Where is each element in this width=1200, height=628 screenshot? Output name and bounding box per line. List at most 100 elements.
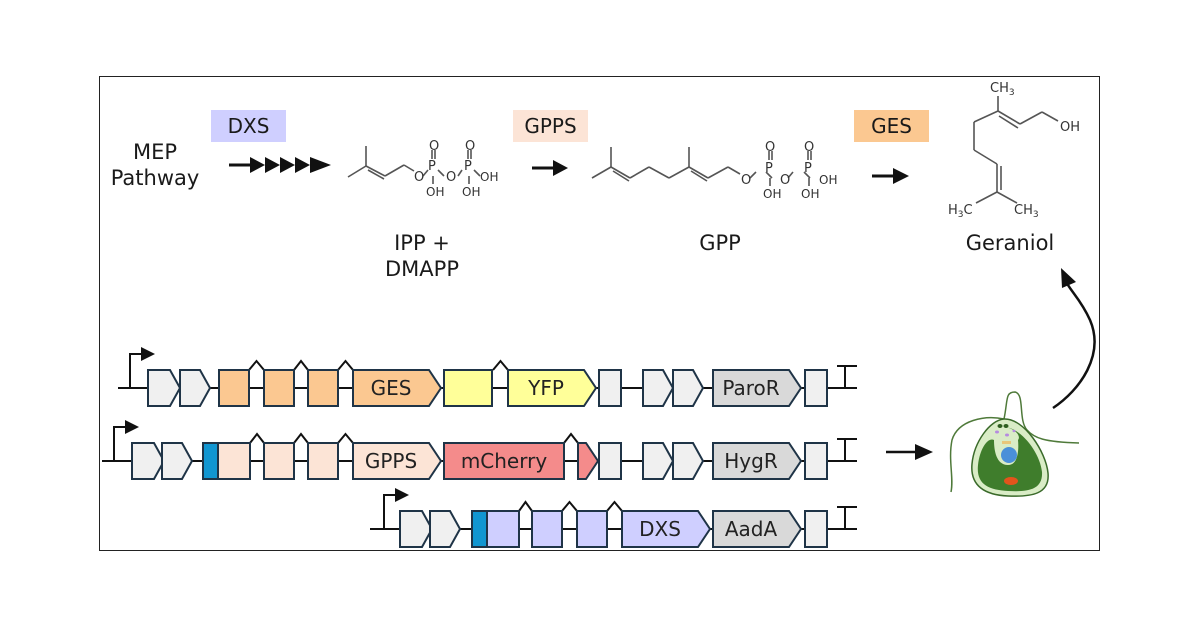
part-label: GPPS bbox=[365, 449, 417, 473]
atom-o: O bbox=[765, 140, 775, 155]
geraniol-label: Geraniol bbox=[965, 231, 1055, 255]
vacuole bbox=[995, 430, 999, 434]
ges-reaction-arrow bbox=[872, 168, 909, 184]
cds-hygr bbox=[712, 442, 803, 480]
exon-box bbox=[307, 442, 339, 480]
exon-box bbox=[531, 510, 563, 548]
part-box bbox=[598, 369, 622, 407]
vacuole bbox=[1012, 429, 1016, 433]
exon-box bbox=[217, 442, 251, 480]
atom-oh: OH bbox=[462, 185, 480, 199]
product-arrow bbox=[1052, 268, 1096, 410]
atom-o: O bbox=[804, 140, 814, 155]
intron-line bbox=[563, 432, 579, 444]
dmapp-label: DMAPP bbox=[385, 257, 459, 281]
signal-tag bbox=[471, 510, 488, 548]
part-label: mCherry bbox=[461, 449, 548, 473]
part-label: ParoR bbox=[722, 376, 779, 400]
atom-ch3: CH3 bbox=[990, 81, 1015, 98]
exon-box bbox=[307, 369, 339, 407]
construct-row: GPPS mCherry HygR bbox=[102, 420, 857, 480]
genetic-element bbox=[399, 510, 434, 548]
genetic-element bbox=[672, 442, 705, 480]
promoter-arrowhead bbox=[141, 347, 155, 361]
gpps-enzyme-badge: GPPS bbox=[513, 110, 588, 142]
promoter-arrow bbox=[113, 426, 126, 461]
gpp-label: GPP bbox=[699, 231, 741, 255]
dmapp-atom-labels: O P O OH O P O OH OH bbox=[414, 139, 498, 199]
cds-dxs bbox=[621, 510, 712, 548]
gpp-atom-labels: O P O OH O P O OH OH bbox=[741, 140, 837, 201]
pyrenoid-dot bbox=[1003, 424, 1009, 428]
intron-line bbox=[337, 432, 354, 444]
atom-p: P bbox=[464, 159, 472, 174]
ipp-label: IPP + bbox=[394, 231, 450, 255]
part-box bbox=[804, 442, 828, 480]
genetic-element bbox=[161, 442, 194, 480]
algal-cell bbox=[949, 391, 1080, 497]
transformation-arrow bbox=[886, 444, 933, 460]
intron-line bbox=[293, 432, 309, 444]
box-mcherry bbox=[443, 442, 565, 480]
intron-line bbox=[293, 359, 309, 371]
atom-oh: OH bbox=[819, 173, 837, 187]
promoter-arrowhead bbox=[125, 420, 139, 434]
atom-o: O bbox=[429, 139, 439, 154]
intron-line bbox=[606, 500, 623, 512]
chloroplast bbox=[977, 427, 1043, 492]
atom-oh: OH bbox=[480, 170, 498, 184]
atom-oh: OH bbox=[426, 185, 444, 199]
atom-p: P bbox=[428, 159, 436, 174]
genetic-element bbox=[179, 369, 212, 407]
part-box bbox=[804, 369, 828, 407]
cds-aada bbox=[712, 510, 803, 548]
ges-enzyme-badge: GES bbox=[854, 110, 929, 142]
golgi bbox=[1002, 441, 1011, 444]
geraniol-atom-labels: CH3 OH H3C CH3 bbox=[948, 81, 1080, 220]
flagellum-right bbox=[1003, 391, 1080, 444]
exon-box bbox=[263, 442, 295, 480]
atom-oh: OH bbox=[763, 187, 781, 201]
mep-multistep-arrow bbox=[229, 157, 331, 173]
gpps-reaction-arrow bbox=[532, 160, 568, 176]
exon-box bbox=[486, 510, 520, 548]
intron-line bbox=[248, 359, 265, 371]
intron-line bbox=[337, 359, 354, 371]
part-label: DXS bbox=[639, 517, 681, 541]
atom-o: O bbox=[741, 173, 751, 188]
dmapp-structure bbox=[347, 146, 481, 184]
exon-box bbox=[263, 369, 295, 407]
atom-ch3: CH3 bbox=[1014, 203, 1039, 220]
part-label: AadA bbox=[725, 517, 778, 541]
promoter-arrow bbox=[383, 494, 396, 529]
atom-o: O bbox=[414, 170, 424, 185]
genetic-element bbox=[131, 442, 166, 480]
part-label: YFP bbox=[527, 376, 564, 400]
genetic-element bbox=[642, 442, 675, 480]
promoter-arrow bbox=[129, 353, 142, 388]
exon-box bbox=[576, 510, 608, 548]
gpp-structure bbox=[591, 147, 812, 186]
genetic-element bbox=[429, 510, 462, 548]
pathway-label: Pathway bbox=[110, 166, 200, 190]
atom-p: P bbox=[765, 161, 773, 176]
atom-o: O bbox=[780, 173, 790, 188]
part-label: HygR bbox=[724, 449, 778, 473]
intron-line bbox=[518, 500, 533, 512]
cds-yfp bbox=[507, 369, 598, 407]
part-box bbox=[443, 369, 493, 407]
cds-ges bbox=[352, 369, 443, 407]
intron-line bbox=[249, 432, 265, 444]
pyrenoid-dot bbox=[997, 424, 1003, 428]
genetic-element bbox=[672, 369, 705, 407]
atom-o: O bbox=[446, 170, 456, 185]
construct-row: DXS AadA bbox=[370, 488, 857, 548]
genetic-element bbox=[577, 442, 600, 480]
atom-p: P bbox=[804, 161, 812, 176]
intron-line bbox=[561, 500, 578, 512]
genetic-element bbox=[147, 369, 182, 407]
atom-oh: OH bbox=[801, 187, 819, 201]
